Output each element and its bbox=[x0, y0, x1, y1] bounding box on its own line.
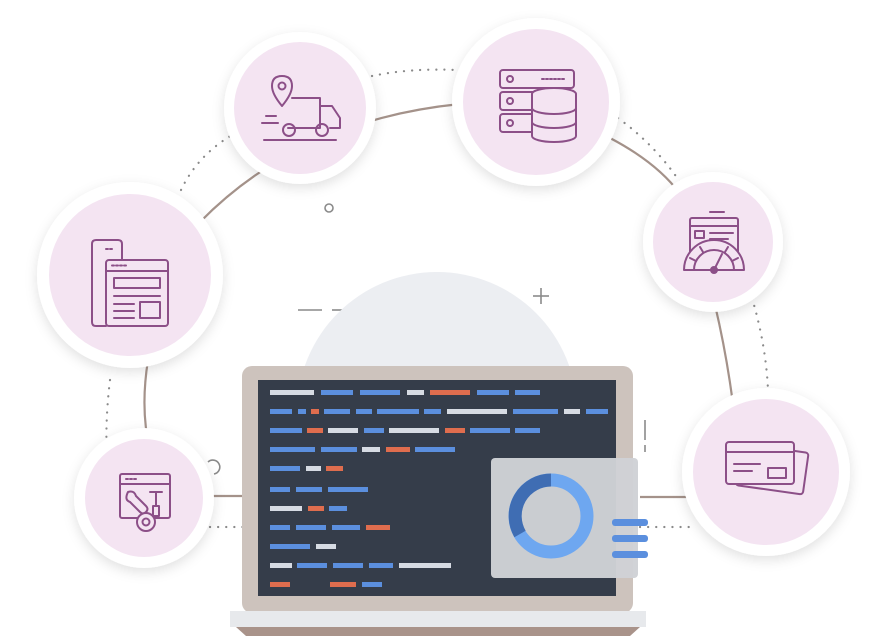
decor-marks bbox=[207, 203, 646, 475]
delivery-circle bbox=[224, 32, 376, 184]
responsive-web-layout-icon bbox=[91, 239, 169, 327]
service-circles bbox=[37, 18, 850, 568]
database-server-icon bbox=[499, 69, 577, 143]
web-settings-tools-icon bbox=[119, 473, 171, 532]
analytics-card bbox=[491, 458, 648, 578]
database-circle bbox=[452, 18, 620, 186]
laptop-foot bbox=[236, 627, 640, 636]
laptop-base bbox=[230, 611, 646, 627]
performance-circle bbox=[643, 172, 783, 312]
code-lines bbox=[270, 390, 608, 587]
payment-circle bbox=[682, 388, 850, 556]
delivery-truck-icon bbox=[261, 75, 341, 141]
payment-card-icon bbox=[725, 441, 810, 496]
web-performance-gauge-icon bbox=[683, 211, 745, 274]
responsive-circle bbox=[37, 182, 223, 368]
settings-circle bbox=[74, 428, 214, 568]
